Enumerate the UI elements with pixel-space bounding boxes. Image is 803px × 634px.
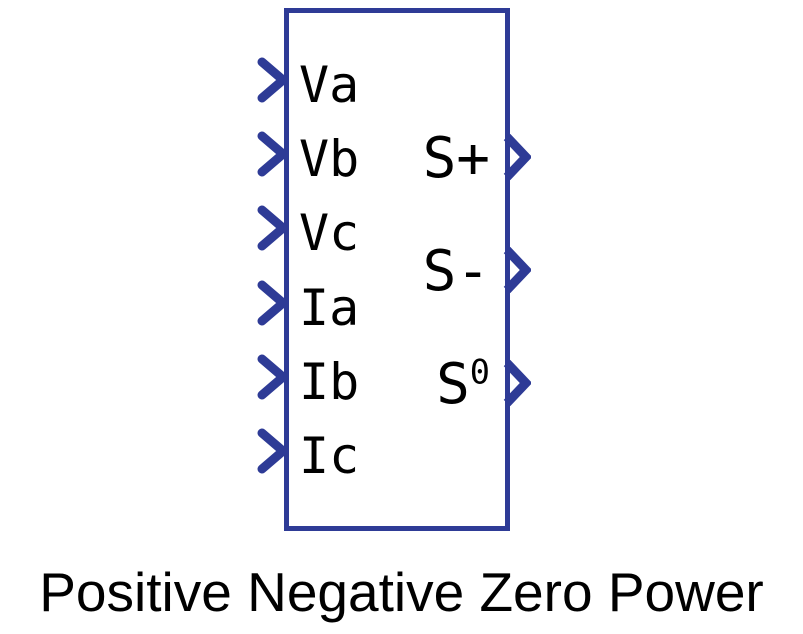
output-port-label-s-zero: S0 [330,355,490,415]
output-label-superscript: 0 [469,352,490,392]
input-port-label-vb: Vb [299,130,360,188]
input-port-chevron-right-icon[interactable] [257,205,289,251]
input-port-label-ia: Ia [299,279,360,337]
output-port-label-s-plus: S+ [330,129,490,189]
output-port-label-s-minus: S- [330,242,490,302]
input-port-chevron-right-icon[interactable] [257,280,289,326]
output-label-text: S- [422,239,490,304]
input-port-label-vc: Vc [299,204,360,262]
input-port-label-ib: Ib [299,353,360,411]
input-port-chevron-right-icon[interactable] [257,354,289,400]
input-port-label-ic: Ic [299,427,360,485]
input-port-chevron-right-icon[interactable] [257,428,289,474]
input-port-chevron-right-icon[interactable] [257,57,289,103]
block-caption[interactable]: Positive Negative Zero Power [39,561,764,623]
simulink-block-body[interactable] [284,8,510,531]
output-label-text: S [436,352,470,417]
input-port-label-va: Va [299,56,360,114]
output-port-chevron-right-icon[interactable] [503,245,531,295]
output-label-text: S+ [422,126,490,191]
input-port-chevron-right-icon[interactable] [257,131,289,177]
output-port-chevron-right-icon[interactable] [503,358,531,408]
output-port-chevron-right-icon[interactable] [503,132,531,182]
